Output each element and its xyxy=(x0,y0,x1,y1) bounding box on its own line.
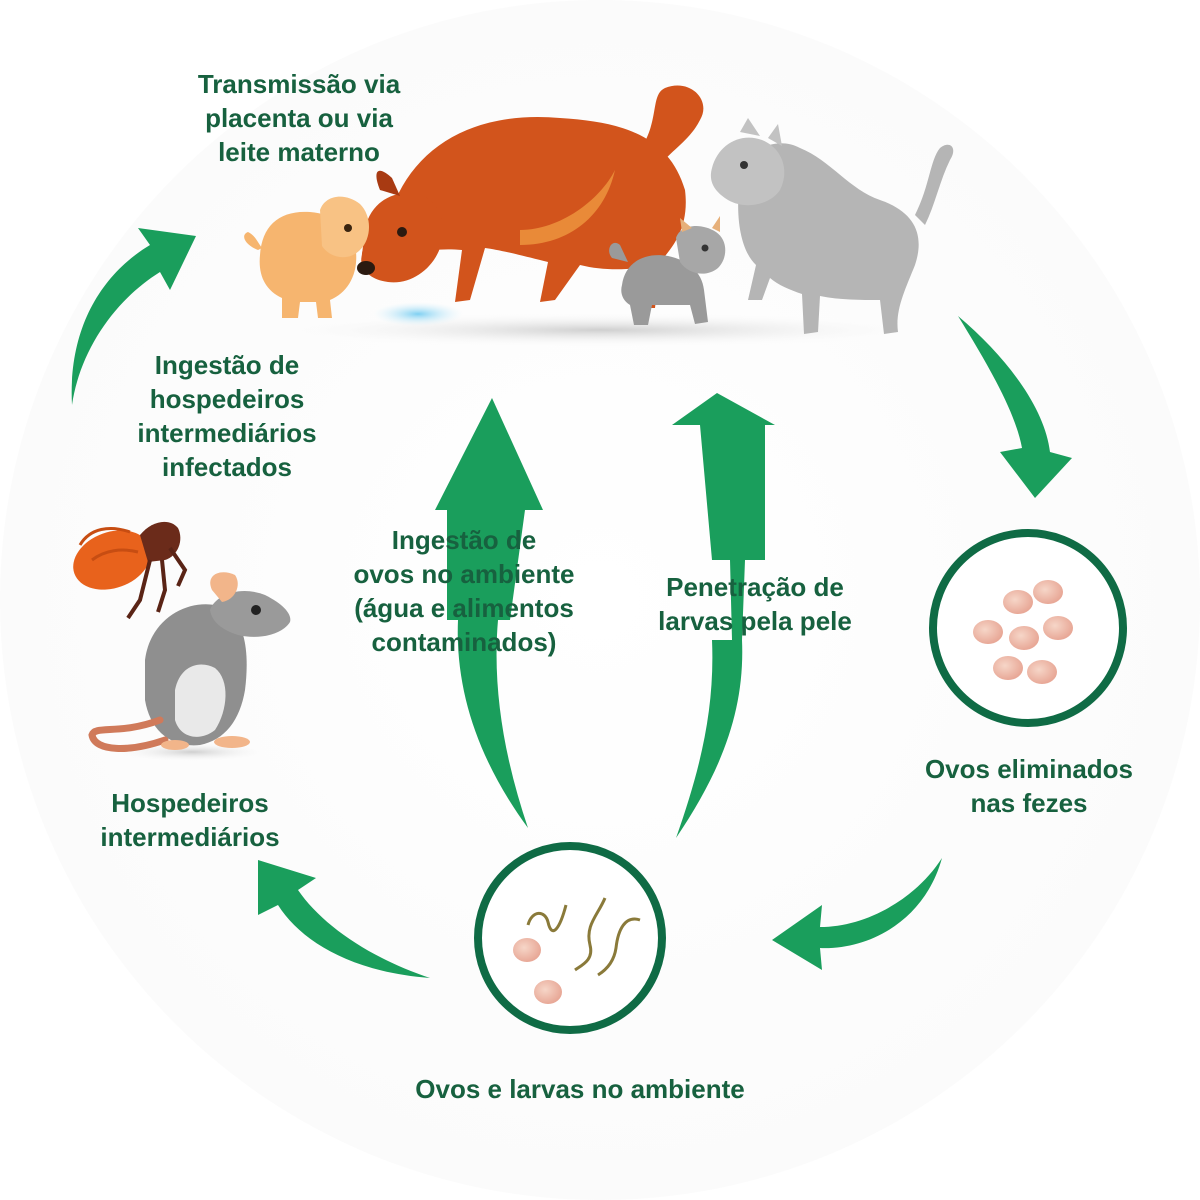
label-eggs-larvae-environment: Ovos e larvas no ambiente xyxy=(415,1074,745,1104)
label-transmission: Transmissão via placenta ou via leite ma… xyxy=(197,69,401,167)
eggs-circle-icon xyxy=(929,529,1127,727)
label-intermediate-hosts: Hospedeiros intermediários xyxy=(100,788,280,852)
hosts-illustration xyxy=(73,521,291,762)
label-host-ingestion: Ingestão de hospedeiros intermediários i… xyxy=(137,350,317,482)
arrow-to-dog xyxy=(71,228,196,405)
label-skin-penetration: Penetração de larvas pela pele xyxy=(658,572,852,636)
eggs-and-larvae-circle-icon xyxy=(474,842,666,1034)
arrow-ingestion-eggs xyxy=(435,398,543,828)
arrow-skin-penetration xyxy=(672,393,775,838)
arrow-to-feces xyxy=(958,316,1072,498)
label-eggs-feces: Ovos eliminados nas fezes xyxy=(924,754,1134,818)
arrow-to-environment xyxy=(772,858,942,970)
arrow-to-hosts xyxy=(258,860,430,978)
animals-illustration xyxy=(244,85,954,348)
label-egg-ingestion: Ingestão de ovos no ambiente (água e ali… xyxy=(353,525,575,657)
